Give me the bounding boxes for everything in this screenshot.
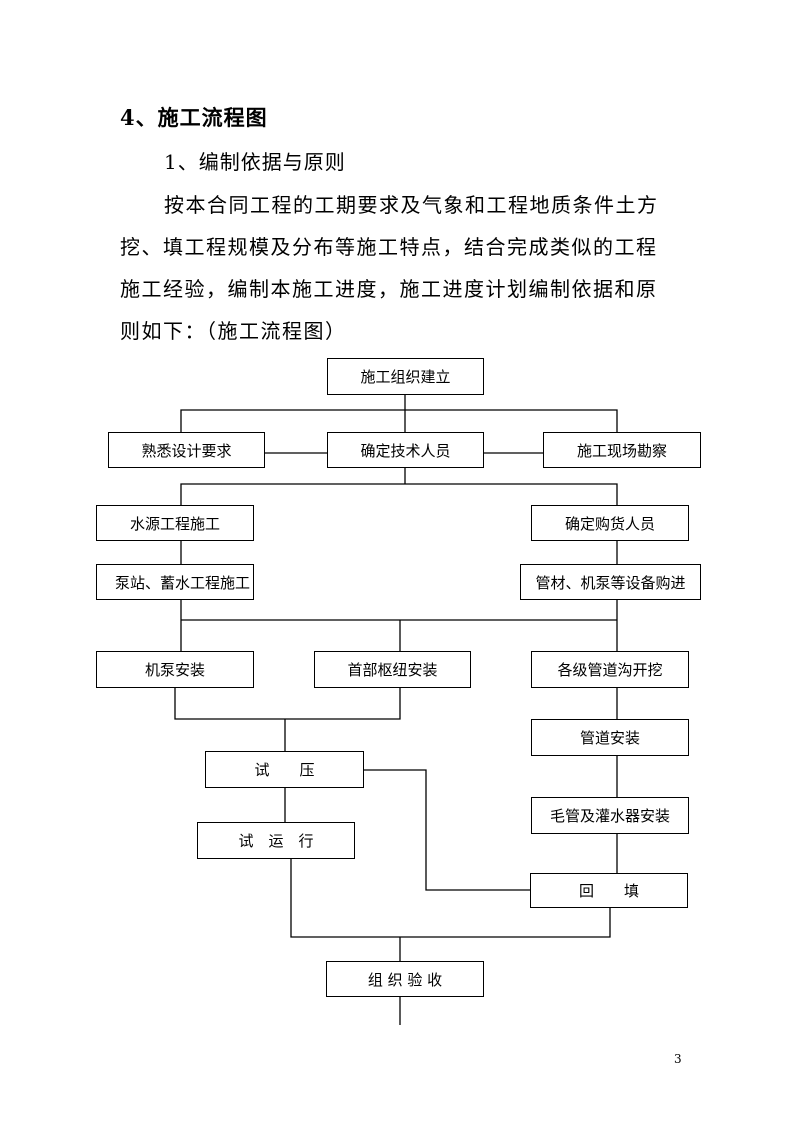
flow-step-pump-install: 机泵安装 — [96, 651, 254, 688]
flow-step-trench-excavation: 各级管道沟开挖 — [531, 651, 689, 688]
paragraph-line: 按本合同工程的工期要求及气象和工程地质条件土方 — [164, 193, 659, 217]
body-paragraph: 按本合同工程的工期要求及气象和工程地质条件土方 挖、填工程规模及分布等施工特点，… — [120, 184, 680, 352]
flow-step-capillary-install: 毛管及灌水器安装 — [531, 797, 689, 834]
flow-step-pipe-install: 管道安装 — [531, 719, 689, 756]
section-heading: 4、施工流程图 — [120, 105, 268, 130]
flow-step-assign-tech-staff: 确定技术人员 — [327, 432, 484, 468]
flow-step-trial-run: 试 运 行 — [197, 822, 355, 859]
flow-step-start: 施工组织建立 — [327, 358, 484, 395]
flow-step-familiarize-design: 熟悉设计要求 — [108, 432, 265, 468]
flow-step-pressure-test: 试 压 — [205, 751, 364, 788]
flow-step-head-install: 首部枢纽安装 — [314, 651, 471, 688]
flow-step-procurement: 管材、机泵等设备购进 — [520, 564, 701, 600]
flow-step-site-survey: 施工现场勘察 — [543, 432, 701, 468]
flow-step-acceptance: 组 织 验 收 — [326, 961, 484, 997]
flow-step-backfill: 回 填 — [530, 873, 688, 908]
paragraph-line: 则如下：（施工流程图） — [120, 319, 347, 343]
paragraph-line: 挖、填工程规模及分布等施工特点，结合完成类似的工程 — [120, 235, 658, 259]
flow-step-water-source: 水源工程施工 — [96, 505, 254, 541]
flow-step-assign-purchasers: 确定购货人员 — [531, 505, 689, 541]
paragraph-line: 施工经验，编制本施工进度，施工进度计划编制依据和原 — [120, 277, 658, 301]
subsection-heading: 1、编制依据与原则 — [164, 150, 346, 174]
page-number: 3 — [674, 1052, 682, 1066]
flow-step-pump-station: 泵站、蓄水工程施工 — [96, 564, 254, 600]
